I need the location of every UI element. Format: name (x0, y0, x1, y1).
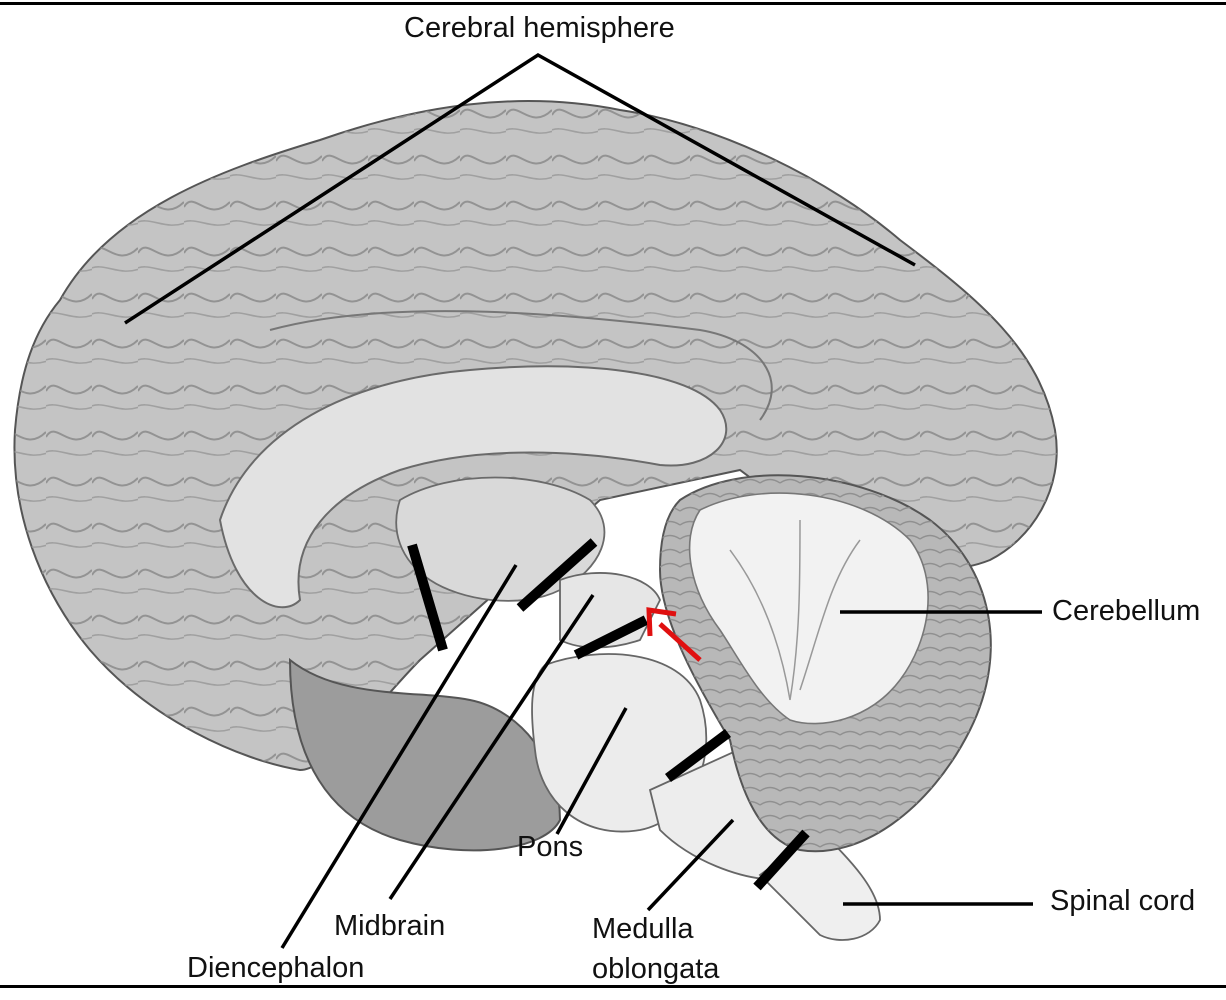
boundary-bars (407, 538, 810, 891)
label-medulla: Medulla (592, 913, 694, 945)
top-border (0, 2, 1226, 5)
label-diencephalon: Diencephalon (187, 952, 365, 984)
label-cerebral-hemisphere: Cerebral hemisphere (404, 12, 675, 44)
leader-lines (124, 52, 1042, 949)
label-midbrain: Midbrain (334, 910, 446, 942)
label-spinal-cord: Spinal cord (1050, 885, 1196, 917)
label-oblongata: oblongata (592, 953, 720, 985)
cerebellum-shape (658, 474, 992, 853)
temporal-lobe-shape (288, 657, 562, 852)
label-cerebellum: Cerebellum (1052, 595, 1201, 627)
corpus-callosum-shape (218, 365, 728, 609)
red-arrow (646, 607, 702, 662)
bottom-border (0, 985, 1226, 988)
label-pons: Pons (517, 831, 584, 863)
